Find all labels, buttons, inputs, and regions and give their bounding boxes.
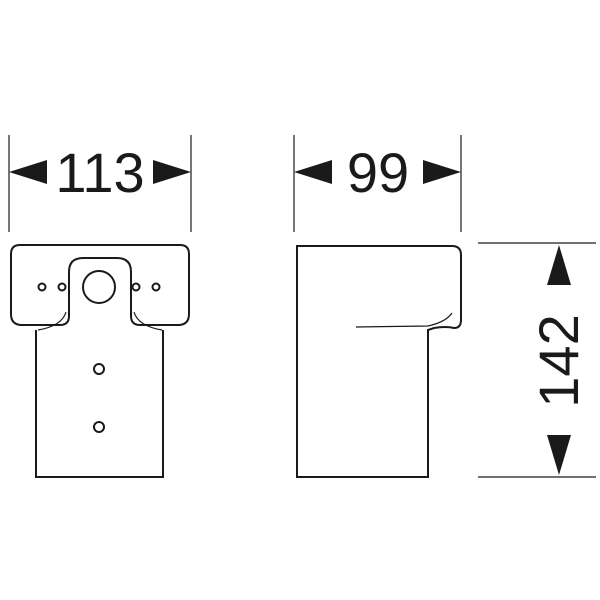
side-width-dimension: 99 <box>293 135 462 232</box>
side-arrow-left <box>294 160 332 184</box>
front-hole-right-outer <box>151 282 161 292</box>
height-label: 142 <box>527 314 590 407</box>
front-hole-right-inner <box>131 282 141 292</box>
front-body-outline <box>35 330 164 478</box>
front-arrow-left <box>9 160 47 184</box>
height-dimension: 142 <box>478 242 596 478</box>
front-hole-left-outer <box>37 282 47 292</box>
front-cap-inner-line <box>37 311 163 331</box>
side-view <box>296 245 462 478</box>
front-width-label: 113 <box>55 141 144 204</box>
front-cap-outline <box>10 244 190 326</box>
front-hole-left-inner <box>57 282 67 292</box>
side-body-outline <box>296 245 462 478</box>
side-arrow-right <box>423 160 461 184</box>
front-mount-hole-lower <box>93 421 105 433</box>
front-mount-hole-upper <box>93 363 105 375</box>
height-arrow-top <box>547 245 571 285</box>
side-width-label: 99 <box>347 141 409 204</box>
side-cap-seam <box>355 312 453 328</box>
height-arrow-bottom <box>547 435 571 475</box>
front-arrow-right <box>153 160 191 184</box>
front-view <box>10 244 190 478</box>
front-center-hole <box>82 270 116 304</box>
front-width-dimension: 113 <box>8 135 192 232</box>
